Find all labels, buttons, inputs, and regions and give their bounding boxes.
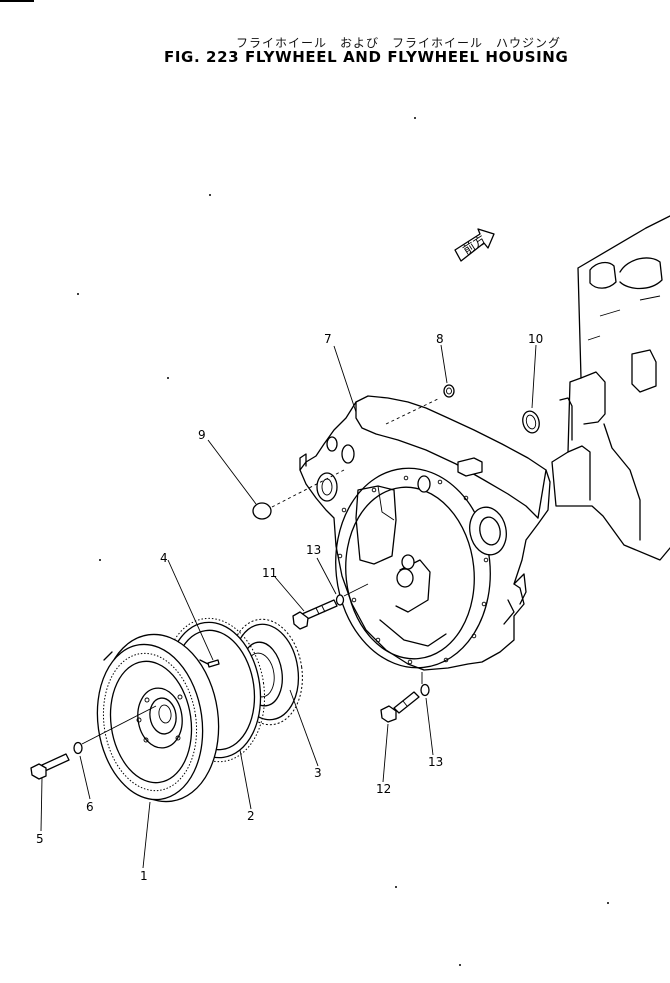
callout-labels: 1 2 3 4 5 6 7 8 9 10 11 12 13 13 — [36, 332, 543, 883]
leader-lines — [40, 344, 537, 869]
callout-4: 4 — [160, 551, 168, 565]
speckles — [77, 117, 609, 966]
callout-13-upper: 13 — [306, 543, 321, 557]
callout-11: 11 — [262, 566, 277, 580]
bolt-12 — [380, 691, 420, 723]
plug-8 — [443, 384, 455, 398]
engine-block — [551, 215, 670, 561]
flywheel-1 — [96, 633, 220, 803]
seal-ring-10 — [522, 410, 540, 434]
cover-9 — [252, 502, 272, 520]
bolt-5 — [30, 753, 70, 780]
axis-line-11 — [343, 583, 369, 597]
washer-13-upper — [335, 594, 345, 606]
dowel-pin-4 — [207, 659, 220, 668]
axis-line-9 — [271, 469, 345, 508]
corner-mark — [0, 0, 34, 2]
direction-arrow-icon: 前方 — [454, 228, 495, 262]
callout-1: 1 — [140, 869, 148, 883]
callout-13-lower: 13 — [428, 755, 443, 769]
callout-7: 7 — [324, 332, 332, 346]
callout-10: 10 — [528, 332, 543, 346]
callout-5: 5 — [36, 832, 44, 846]
callout-2: 2 — [247, 809, 255, 823]
callout-8: 8 — [436, 332, 444, 346]
title-japanese: フライホイール および フライホイール ハウジング — [236, 36, 562, 50]
bolt-11 — [292, 599, 338, 630]
flywheel-housing-7 — [299, 395, 551, 671]
washer-13-lower — [420, 683, 430, 697]
axis-line-5 — [81, 705, 157, 745]
callout-6: 6 — [86, 800, 94, 814]
callout-3: 3 — [314, 766, 322, 780]
callout-12: 12 — [376, 782, 391, 796]
title-english: FIG. 223 FLYWHEEL AND FLYWHEEL HOUSING — [164, 48, 569, 66]
callout-9: 9 — [198, 428, 206, 442]
axis-line-8 — [385, 397, 441, 425]
washer-6 — [73, 741, 83, 755]
